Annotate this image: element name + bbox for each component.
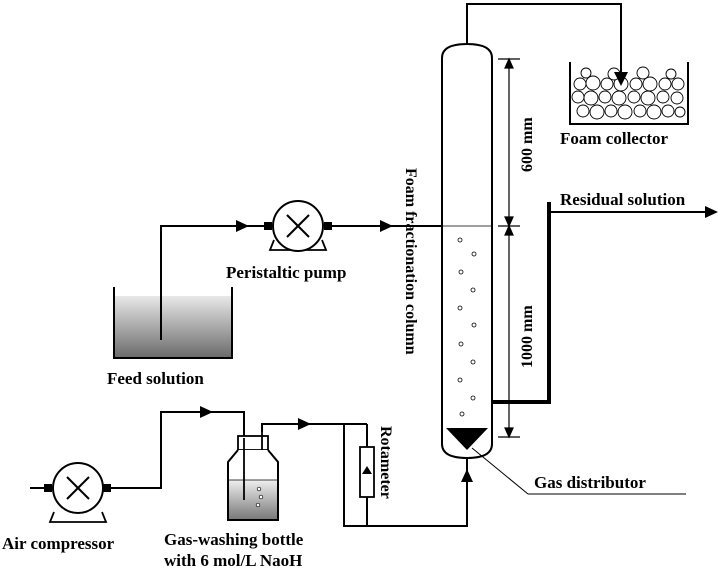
foam-fractionation-column-body xyxy=(441,42,493,460)
gas-flow-arrow xyxy=(298,418,311,430)
gas-line xyxy=(261,423,468,527)
residual-flow-arrow xyxy=(705,206,718,218)
air-line xyxy=(111,411,245,489)
foam-outlet-pipe xyxy=(466,3,622,78)
gas-distributor-label: Gas distributor xyxy=(534,473,646,492)
foam-flow-arrow xyxy=(614,72,628,86)
feed-solution-tank xyxy=(113,287,233,359)
pump-flow-arrow xyxy=(380,220,393,232)
gas-washing-bottle xyxy=(227,430,279,521)
rising-bubbles xyxy=(457,237,477,417)
feed-solution-label: Feed solution xyxy=(107,369,204,388)
residual-solution-label: Residual solution xyxy=(560,190,686,209)
dim-lower-label: 1000 mm xyxy=(519,305,536,368)
residual-solution-pipe xyxy=(492,202,551,404)
air-compressor-label: Air compressor xyxy=(2,534,115,553)
air-flow-arrow xyxy=(200,406,213,418)
peristaltic-pump-label: Peristaltic pump xyxy=(226,263,346,282)
gas-distributor-cone xyxy=(446,428,488,450)
peristaltic-pump xyxy=(264,200,332,252)
rotameter-label: Rotameter xyxy=(377,426,394,499)
foam-collector-label: Foam collector xyxy=(560,129,669,148)
gas-distributor-leader xyxy=(471,447,529,495)
dimension-lines xyxy=(498,57,520,439)
air-compressor xyxy=(44,462,111,523)
column-label: Foam fractionation column xyxy=(402,168,419,355)
column-inlet-arrow xyxy=(461,469,473,482)
gas-washing-bottle-label-1: Gas-washing bottle xyxy=(164,530,304,549)
feed-flow-arrow xyxy=(236,220,249,232)
foam-collector xyxy=(569,62,689,125)
rotameter xyxy=(344,423,375,526)
dim-upper-label: 600 mm xyxy=(519,117,536,172)
gas-washing-bottle-label-2: with 6 mol/L NaoH xyxy=(164,551,302,570)
foam-bubbles xyxy=(571,66,686,120)
feed-line xyxy=(160,225,268,340)
